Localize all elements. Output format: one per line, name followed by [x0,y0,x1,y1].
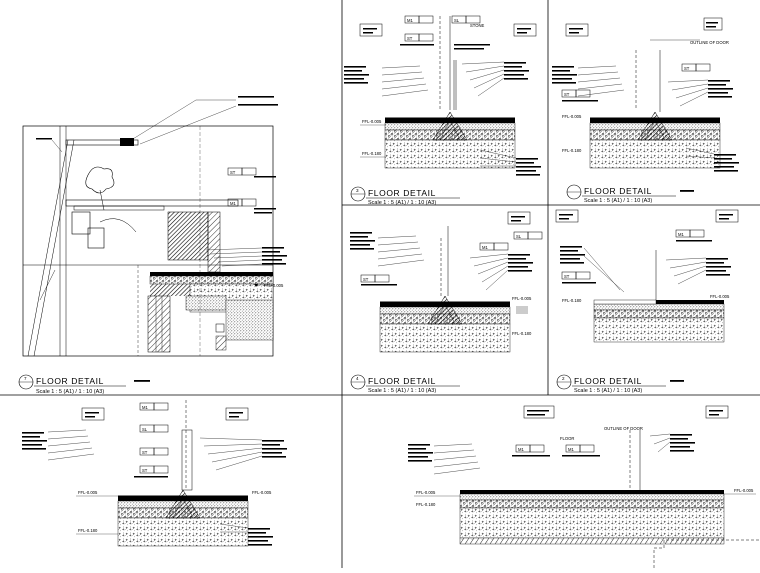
tag-st-d2: ST [564,274,570,279]
d3-level-top: FFL-0.005 [362,119,382,124]
d-tr-level-bottom: FFL-0.180 [562,148,582,153]
tag-sl-bl: SL [142,427,148,432]
tag-st-tr: ST [684,66,690,71]
d-tr-level-top: FFL-0.005 [562,114,582,119]
br-level-bottom: FFL-0.180 [416,502,436,507]
main-detail-scale: Scale 1 : 5 (A1) / 1 : 10 (A3) [36,389,104,395]
tag-m1-br: M1 [518,447,524,452]
bl-level-top: FFL-0.005 [78,490,98,495]
tag-st-bl: ST [142,450,148,455]
d4-level-bottom: FFL-0.180 [512,331,532,336]
detail-3-scale: Scale 1 : 5 (A1) / 1 : 10 (A3) [368,200,436,206]
main-floor-detail: ST M1 FFL-0.005 [22,96,287,357]
detail-4-title-block: 4 FLOOR DETAIL Scale 1 : 5 (A1) / 1 : 10… [350,374,460,394]
floor-detail-bottom-right: OUTLINE OF DOOR M1 M1 FFL-0.005 FFL-0.00… [408,405,760,568]
tag-sl-d4: SL [516,234,522,239]
detail-3-title: FLOOR DETAIL [368,188,436,198]
tag-st-main: ST [230,170,236,175]
tag-st-br: M1 [568,447,574,452]
floor-detail-top-right: OUTLINE OF DOOR ST ST FFL-0.005 FFL-0.18… [552,17,739,172]
main-detail-title: FLOOR DETAIL [36,376,104,386]
tag-st-bl2: ST [142,468,148,473]
detail-3-number: 3 [356,188,359,193]
d3-level-bottom: FFL-0.180 [362,151,382,156]
detail-2-scale: Scale 1 : 5 (A1) / 1 : 10 (A3) [574,388,642,394]
detail-2-title-block: 2 FLOOR DETAIL Scale 1 : 5 (A1) / 1 : 10… [556,374,684,394]
detail-top-right-title-block: FLOOR DETAIL Scale 1 : 5 (A1) / 1 : 10 (… [566,184,694,204]
tag-m1-d2: M1 [678,232,684,237]
main-level-label: FFL-0.005 [264,283,284,288]
detail-2-title: FLOOR DETAIL [574,376,642,386]
br-note-floor: FLOOR [560,436,574,441]
tag-m1-d4: M1 [482,245,488,250]
bl-level-bottom: FFL-0.180 [78,528,98,533]
d4-level-top: FFL-0.005 [512,296,532,301]
detail-top-right-scale: Scale 1 : 5 (A1) / 1 : 10 (A3) [584,198,652,204]
floor-detail-2: M1 ST FFL-0.005 FFL-0.180 [555,209,739,343]
br-level-right: FFL-0.005 [734,488,754,493]
floor-detail-bottom-left: M1 SL ST ST FFL-0.005 FFL-0.180 FFL-0.00… [22,400,287,547]
br-level-top: FFL-0.005 [416,490,436,495]
tag-sl-d3: SL [454,18,460,23]
detail-4-scale: Scale 1 : 5 (A1) / 1 : 10 (A3) [368,388,436,394]
floor-detail-3: M1 ST SL FFL-0.005 FFL-0.180 STONE [344,15,541,176]
detail-4-number: 4 [356,376,359,381]
tag-st-d3: ST [407,36,413,41]
tag-m1-d3: M1 [407,18,413,23]
d2-level-bottom: FFL-0.180 [562,298,582,303]
tag-m1-bl: M1 [142,405,148,410]
br-note-outline: OUTLINE OF DOOR [604,426,643,431]
tag-m1-main: M1 [230,201,236,206]
bl-level-right: FFL-0.005 [252,490,272,495]
detail-2-number: 2 [562,376,565,381]
d-tr-note-outline: OUTLINE OF DOOR [690,40,729,45]
tag-st-tr2: ST [564,92,570,97]
detail-top-right-title: FLOOR DETAIL [584,186,652,196]
tag-st-d4: ST [363,277,369,282]
detail-3-title-block: 3 FLOOR DETAIL Scale 1 : 5 (A1) / 1 : 10… [350,186,460,206]
d3-note-stone: STONE [470,23,485,28]
detail-4-title: FLOOR DETAIL [368,376,436,386]
floor-detail-4: SL M1 ST FFL-0.005 FFL-0.180 [350,211,543,353]
main-detail-number: 7 [24,376,27,381]
main-detail-title-block: 7 FLOOR DETAIL Scale 1 : 5 (A1) / 1 : 10… [18,374,150,395]
d2-level-top: FFL-0.005 [710,294,730,299]
